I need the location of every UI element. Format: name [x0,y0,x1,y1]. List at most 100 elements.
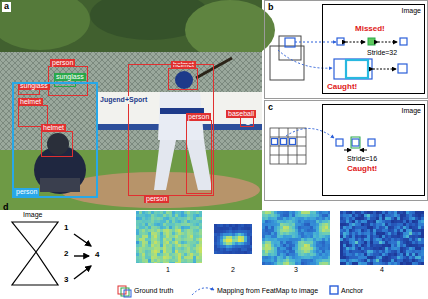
heatmap-pixel [181,229,184,232]
heatmap-pixel [415,241,418,244]
bounding-box: person [12,82,98,198]
heatmap-pixel [292,244,295,247]
heatmap-pixel [145,229,148,232]
heatmap-pixel [142,229,145,232]
heatmap-pixel [298,241,301,244]
heatmap-pixel [361,220,364,223]
heatmap-pixel [280,217,283,220]
heatmap-pixel [400,244,403,247]
heatmap-pixel [328,214,330,217]
heatmap-pixel [316,226,319,229]
heatmap-pixel [421,259,424,262]
heatmap-pixel [145,232,148,235]
heatmap-pixel [391,244,394,247]
heatmap-pixel [154,256,157,259]
heatmap-pixel [238,248,241,251]
heatmap-pixel [382,235,385,238]
heatmap-pixel [412,226,415,229]
class-tag: helmet [41,124,66,132]
heatmap-pixel [190,247,193,250]
heatmap-pixel [166,211,169,214]
heatmap-pixel [376,226,379,229]
heatmap-pixel [139,244,142,247]
heatmap-pixel [229,236,232,239]
heatmap-pixel [145,256,148,259]
heatmap-pixel [160,211,163,214]
heatmap-pixel [373,238,376,241]
heatmap-pixel [187,223,190,226]
heatmap-pixel [223,242,226,245]
heatmap-pixel [235,245,238,248]
heatmap-pixel [301,223,304,226]
heatmap-pixel [376,214,379,217]
heatmap-pixel [349,226,352,229]
heatmap-pixel [343,253,346,256]
heatmap-pixel [241,251,244,254]
heatmap-pixel [187,262,190,263]
heatmap-pixel [364,214,367,217]
heatmap-pixel [412,217,415,220]
heatmap-pixel [139,259,142,262]
heatmap-pixel [409,220,412,223]
heatmap-pixel [415,253,418,256]
heatmap-pixel [280,232,283,235]
heatmap-pixel [184,250,187,253]
heatmap-pixel [382,223,385,226]
heatmap-pixel [157,223,160,226]
heatmap-pixel [379,259,382,262]
heatmap-pixel [178,235,181,238]
heatmap-pixel [418,235,421,238]
heatmap-pixel [199,247,202,250]
heatmap-pixel [241,233,244,236]
heatmap-caption: 4 [380,266,384,274]
heatmap-pixel [214,227,217,230]
heatmap-pixel [142,220,145,223]
heatmap-pixel [196,232,199,235]
heatmap-pixel [364,211,367,214]
heatmap-pixel [415,244,418,247]
heatmap-pixel [409,256,412,259]
hourglass-title: Image [23,211,42,219]
heatmap-pixel [328,229,330,232]
heatmap-pixel [358,238,361,241]
heatmap-pixel [193,259,196,262]
heatmap-pixel [421,223,424,226]
heatmap-pixel [343,235,346,238]
heatmap-pixel [274,223,277,226]
heatmap-pixel [376,229,379,232]
heatmap-pixel [343,229,346,232]
heatmap-pixel [394,226,397,229]
heatmap-pixel [289,232,292,235]
heatmap-pixel [196,238,199,241]
heatmap-pixel [385,232,388,235]
heatmap-pixel [286,211,289,214]
heatmap-pixel [283,238,286,241]
bounding-box: person [186,120,212,194]
heatmap-pixel [385,220,388,223]
heatmap-pixel [184,229,187,232]
heatmap-pixel [289,253,292,256]
heatmap-pixel [307,241,310,244]
heatmap-pixel [235,251,238,254]
heatmap-pixel [418,226,421,229]
heatmap-pixel [322,247,325,250]
heatmap-pixel [415,226,418,229]
heatmap-pixel [277,253,280,256]
heatmap-pixel [328,241,330,244]
heatmap-pixel [406,220,409,223]
heatmap-pixel [163,256,166,259]
heatmap-pixel [340,211,343,214]
heatmap-pixel [304,247,307,250]
heatmap-pixel [367,214,370,217]
heatmap-pixel [322,229,325,232]
heatmap-pixel [385,262,388,265]
heatmap-pixel [196,235,199,238]
heatmap-pixel [154,235,157,238]
heatmap-pixel [214,236,217,239]
heatmap-pixel [301,247,304,250]
heatmap-pixel [217,230,220,233]
heatmap-pixel [364,262,367,265]
heatmap-pixel [319,244,322,247]
heatmap-pixel [379,214,382,217]
heatmap-pixel [391,232,394,235]
